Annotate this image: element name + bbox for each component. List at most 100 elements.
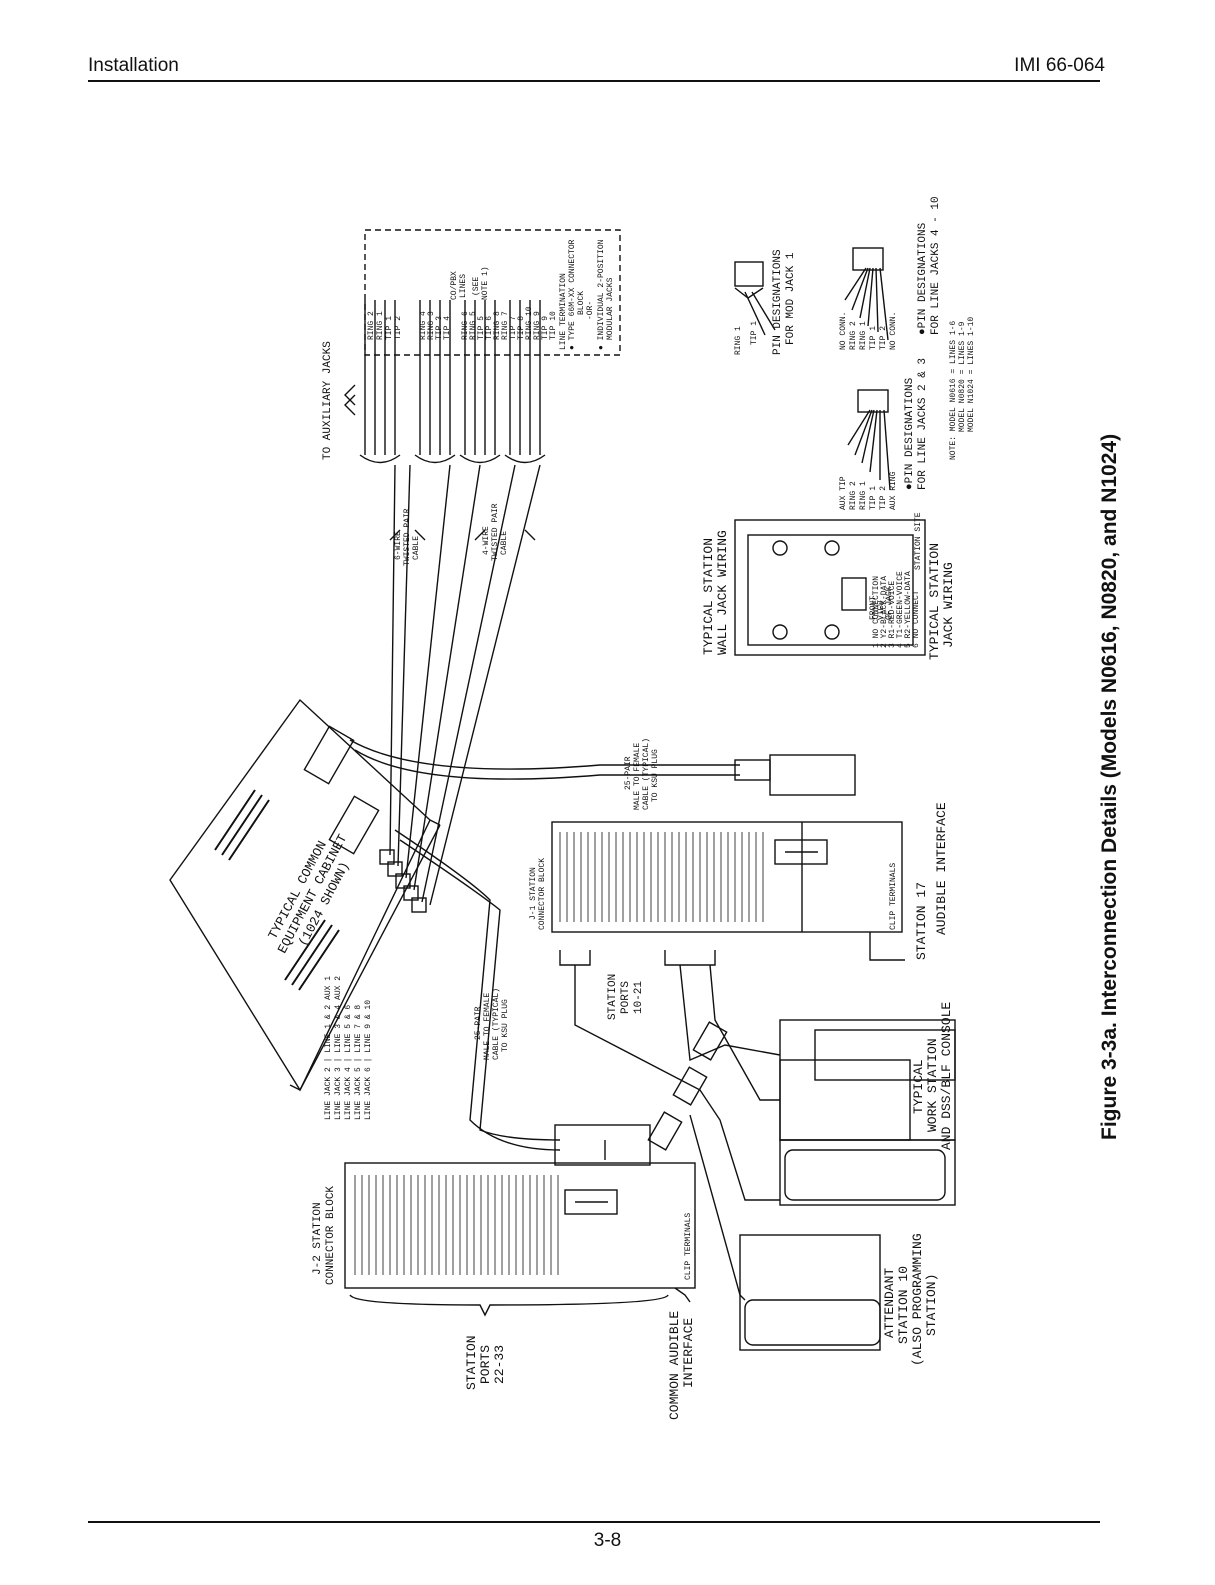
svg-text:NO CONN.: NO CONN. <box>889 312 898 350</box>
svg-text:TIP 2: TIP 2 <box>879 486 888 510</box>
svg-text:LINE JACK 3 | LINE 3 & 4 AUX 2: LINE JACK 3 | LINE 3 & 4 AUX 2 <box>334 976 343 1120</box>
station-ports-10-21: STATION PORTS 10-21 <box>607 974 645 1020</box>
line-jack-2-3 <box>857 389 889 413</box>
svg-text:25-PAIR: 25-PAIR <box>474 1006 483 1040</box>
svg-text:CABLE (TYPICAL): CABLE (TYPICAL) <box>642 738 651 810</box>
svg-text:CONNECTOR BLOCK: CONNECTOR BLOCK <box>325 1186 337 1285</box>
station-17-label: STATION 17 <box>914 882 929 960</box>
svg-text:STATION 17: STATION 17 <box>914 882 929 960</box>
j1-clip-terminals <box>559 832 764 922</box>
svg-text:10-21: 10-21 <box>633 981 645 1014</box>
svg-text:BLOCK: BLOCK <box>577 291 586 315</box>
co-pbx-label: CO/PBX LINES (SEE NOTE 1) <box>450 266 490 300</box>
svg-text:TYPICAL STATION: TYPICAL STATION <box>701 538 716 655</box>
svg-text:MODULAR JACKS: MODULAR JACKS <box>606 277 615 340</box>
svg-text:AUDIBLE INTERFACE: AUDIBLE INTERFACE <box>934 802 949 935</box>
svg-text:TO KSU PLUG: TO KSU PLUG <box>651 749 660 802</box>
svg-text:J-2 STATION: J-2 STATION <box>312 1202 324 1275</box>
svg-text:2 Y2-BLACK-DATA: 2 Y2-BLACK-DATA <box>880 576 889 648</box>
ksu-plug-1 <box>303 725 355 785</box>
svg-text:MALE TO FEMALE: MALE TO FEMALE <box>633 743 642 810</box>
j1-connector <box>774 839 828 865</box>
four-wire-label: 4-WIRE TWISTED PAIR CABLE <box>482 503 509 561</box>
svg-text:AUX TIP: AUX TIP <box>839 476 848 510</box>
header-left: Installation <box>88 55 179 76</box>
header-rule <box>88 80 1100 82</box>
footer-rule <box>88 1521 1100 1523</box>
ring-tip-top: RING 2 RING 1 TIP 1 TIP 2 <box>367 311 403 340</box>
svg-text:WALL JACK WIRING: WALL JACK WIRING <box>715 530 730 655</box>
pin-jacks-2-3-label: ●PIN DESIGNATIONS FOR LINE JACKS 2 & 3 <box>904 358 929 490</box>
station-cord-1 <box>574 965 780 1201</box>
svg-text:RING 6: RING 6 <box>461 311 470 340</box>
j2-connector <box>564 1189 618 1215</box>
svg-text:TWISTED PAIR: TWISTED PAIR <box>491 503 500 561</box>
svg-text:● TYPE 66M-XX CONNECTOR: ● TYPE 66M-XX CONNECTOR <box>568 239 577 350</box>
svg-text:STATION: STATION <box>464 1335 479 1390</box>
cable-j1-label: 25-PAIR MALE TO FEMALE CABLE (TYPICAL) T… <box>624 738 660 810</box>
svg-text:TIP 2: TIP 2 <box>394 316 403 340</box>
svg-text:COMMON AUDIBLE: COMMON AUDIBLE <box>667 1311 682 1420</box>
svg-text:TIP 6: TIP 6 <box>485 316 494 340</box>
pin-mod-jack-label: PIN DESIGNATIONS FOR MOD JACK 1 <box>772 249 797 355</box>
svg-text:FOR LINE JACKS 2 & 3: FOR LINE JACKS 2 & 3 <box>917 358 929 490</box>
svg-text:TYPICAL: TYPICAL <box>911 1059 926 1114</box>
wire-bundle <box>359 300 546 464</box>
svg-text:CABLE (TYPICAL): CABLE (TYPICAL) <box>492 988 501 1060</box>
svg-text:LINE JACK 4 | LINE 5 & 6: LINE JACK 4 | LINE 5 & 6 <box>344 1005 353 1120</box>
model-note: NOTE: MODEL N0616 = LINES 1-6 MODEL N082… <box>949 317 976 460</box>
ksu-plug-2 <box>328 795 380 855</box>
cable-j2 <box>394 829 561 1151</box>
audible-interface-label: AUDIBLE INTERFACE <box>934 802 949 935</box>
svg-text:4 T1-GREEN-VOICE: 4 T1-GREEN-VOICE <box>896 571 905 648</box>
svg-text:TIP 8: TIP 8 <box>517 316 526 340</box>
mod-jack-pins: RING 1 TIP 1 <box>734 321 759 355</box>
svg-text:LINE JACK 6 | LINE 9 & 10: LINE JACK 6 | LINE 9 & 10 <box>364 1000 373 1120</box>
svg-text:● INDIVIDUAL 2-POSITION: ● INDIVIDUAL 2-POSITION <box>597 239 606 350</box>
svg-text:ATTENDANT: ATTENDANT <box>882 1268 897 1338</box>
work-station-label: TYPICAL WORK STATION AND DSS/BLF CONSOLE <box>911 1002 954 1150</box>
line-jacks <box>379 849 427 913</box>
svg-text:1 NO CONNECTION: 1 NO CONNECTION <box>872 576 881 648</box>
svg-text:RING 1: RING 1 <box>734 326 743 355</box>
svg-text:RING 4: RING 4 <box>419 311 428 340</box>
svg-text:J-1 STATION: J-1 STATION <box>529 867 538 920</box>
svg-text:TIP 1: TIP 1 <box>385 316 394 340</box>
svg-text:4-WIRE: 4-WIRE <box>482 526 491 555</box>
svg-text:AND DSS/BLF CONSOLE: AND DSS/BLF CONSOLE <box>939 1002 954 1150</box>
wall-jack-label: TYPICAL STATION WALL JACK WIRING <box>701 530 730 655</box>
cabinet-label: TYPICAL COMMON EQUIPMENT CABINET (1024 S… <box>265 832 352 956</box>
svg-text:RING 1: RING 1 <box>859 481 868 510</box>
svg-text:5 R2-YELLOW-DATA: 5 R2-YELLOW-DATA <box>904 571 913 648</box>
svg-text:25-PAIR: 25-PAIR <box>624 756 633 790</box>
svg-text:FOR MOD JACK 1: FOR MOD JACK 1 <box>785 252 797 345</box>
svg-text:STATION): STATION) <box>924 1274 939 1336</box>
svg-text:TWISTED PAIR: TWISTED PAIR <box>403 508 412 566</box>
svg-text:TIP 4: TIP 4 <box>443 316 452 340</box>
svg-text:RING 1: RING 1 <box>859 321 868 350</box>
line-cables <box>389 464 541 906</box>
svg-text:LINE JACK 2 | LINE 1 & 2 AUX 1: LINE JACK 2 | LINE 1 & 2 AUX 1 <box>324 976 333 1120</box>
svg-text:TO KSU PLUG: TO KSU PLUG <box>501 999 510 1052</box>
svg-text:RING 2: RING 2 <box>367 311 376 340</box>
line-termination-label: LINE TERMINATION ● TYPE 66M-XX CONNECTOR… <box>559 239 615 350</box>
svg-text:STATION SITE: STATION SITE <box>914 512 923 570</box>
svg-text:VIEW: VIEW <box>877 601 886 620</box>
svg-text:PORTS: PORTS <box>620 981 632 1014</box>
svg-text:TIP 9: TIP 9 <box>541 316 550 340</box>
j2-bracket <box>349 1294 669 1317</box>
line-jack-4-10 <box>852 247 884 271</box>
mod-jack-1 <box>734 261 764 287</box>
j1-block <box>551 821 903 933</box>
pin-jacks-4-10-label: ●PIN DESIGNATIONS FOR LINE JACKS 4 - 10 <box>917 196 942 335</box>
svg-text:TYPICAL STATION: TYPICAL STATION <box>927 543 942 660</box>
svg-text:-OR-: -OR- <box>586 301 595 320</box>
svg-text:CABLE: CABLE <box>412 536 421 560</box>
aux-jacks-label: TO AUXILIARY JACKS <box>322 341 334 460</box>
svg-text:6-WIRE: 6-WIRE <box>394 531 403 560</box>
svg-text:RING 7: RING 7 <box>501 311 510 340</box>
attendant-label: ATTENDANT STATION 10 (ALSO PROGRAMMING S… <box>882 1233 939 1366</box>
svg-text:TO AUXILIARY JACKS: TO AUXILIARY JACKS <box>322 341 334 460</box>
station-cord-2 <box>679 964 781 1062</box>
audible-interface-line <box>869 932 905 961</box>
